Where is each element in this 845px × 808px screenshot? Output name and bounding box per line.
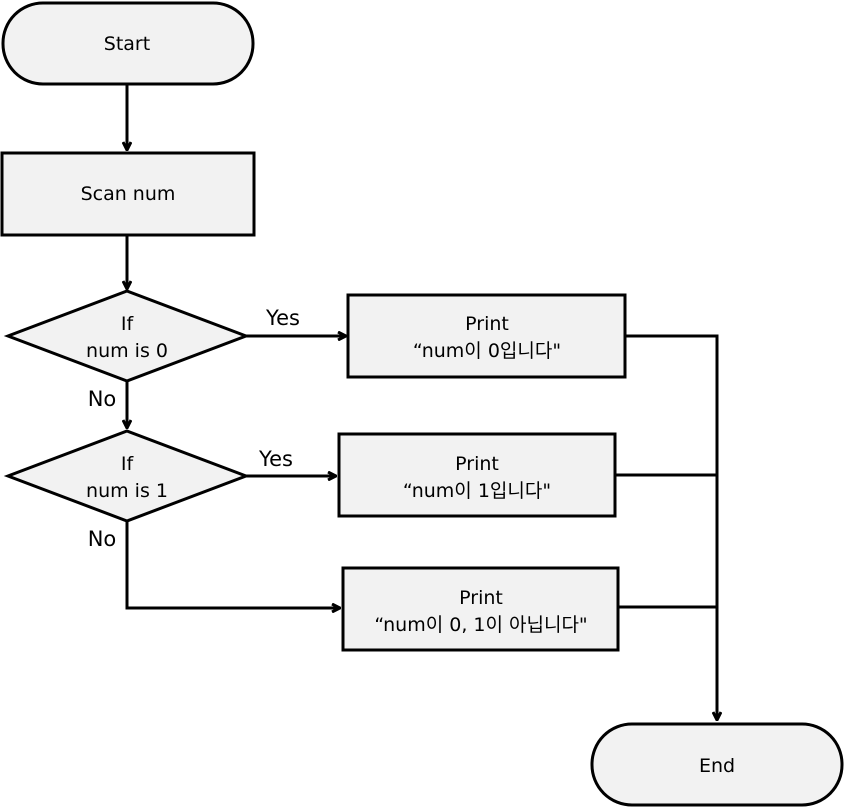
no-label-0: No (88, 387, 117, 411)
print-1-line1: Print (455, 453, 499, 475)
edge-print0-to-end (626, 334, 717, 720)
end-terminal: End (590, 722, 844, 807)
start-terminal: Start (1, 1, 255, 86)
print-box-0: Print “num이 0입니다" (346, 293, 627, 379)
decision-0-line1: If (121, 313, 135, 335)
decision-1-line1: If (121, 453, 135, 475)
no-label-1: No (88, 527, 117, 551)
edge-if1-no (125, 522, 340, 608)
scan-label: Scan num (81, 183, 176, 205)
decision-num-is-0: If num is 0 (3, 289, 251, 383)
print-0-line2: “num이 0입니다" (413, 340, 561, 362)
print-box-2: Print “num이 0, 1이 아닙니다" (341, 566, 620, 652)
print-0-line1: Print (465, 313, 509, 335)
decision-1-line2: num is 1 (86, 480, 168, 502)
print-2-line1: Print (459, 587, 503, 609)
print-box-1: Print “num이 1입니다" (337, 432, 617, 518)
start-label: Start (104, 33, 150, 55)
yes-label-1: Yes (258, 447, 293, 471)
scan-process: Scan num (0, 151, 256, 237)
decision-0-line2: num is 0 (86, 340, 168, 362)
yes-label-0: Yes (265, 306, 300, 330)
print-1-line2: “num이 1입니다" (403, 480, 551, 502)
print-2-line2: “num이 0, 1이 아닙니다" (374, 614, 587, 636)
decision-num-is-1: If num is 1 (3, 429, 251, 523)
end-label: End (699, 755, 735, 777)
